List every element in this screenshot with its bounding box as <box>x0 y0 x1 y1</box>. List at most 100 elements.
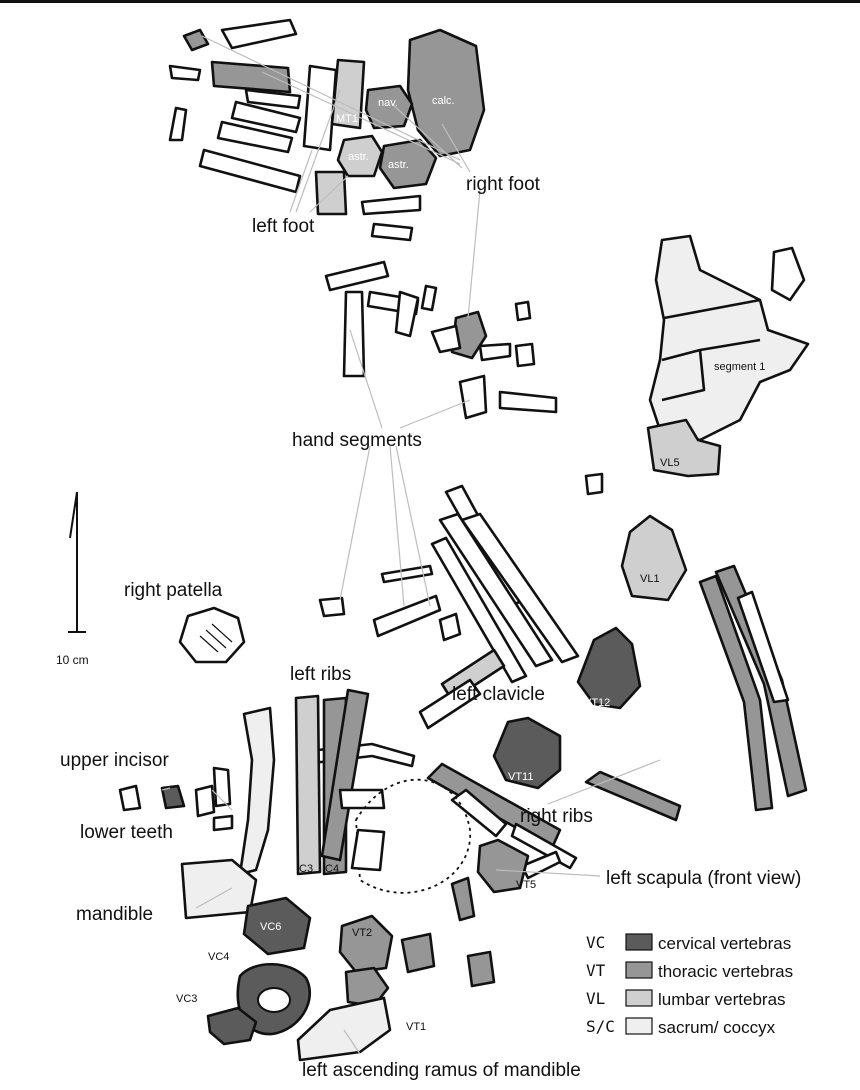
bone-label-vc4: VC4 <box>208 951 229 963</box>
bone-label-vl1: VL1 <box>640 573 660 585</box>
hand-bone <box>320 598 344 616</box>
hand-bone <box>516 302 530 320</box>
scale-bar: 10 cm <box>56 492 89 667</box>
coccyx-bone <box>772 248 804 300</box>
leader-hand <box>390 446 404 606</box>
foot-bone-dark <box>184 30 208 50</box>
legend-label: cervical vertebras <box>658 934 791 953</box>
left-ascending-ramus <box>298 998 390 1060</box>
label-right-ribs: right ribs <box>520 806 593 827</box>
hand-bone <box>326 262 388 290</box>
label-left-scapula: left scapula (front view) <box>606 868 801 889</box>
right-rib <box>586 772 680 820</box>
bone-label-vt2: VT2 <box>352 927 372 939</box>
label-right-patella: right patella <box>124 580 223 601</box>
hand-bone <box>374 596 440 636</box>
bone-label-vt12: VT12 <box>584 697 610 709</box>
legend-row: VC cervical vertebras <box>586 933 791 953</box>
legend-code: VT <box>586 961 606 980</box>
legend-row: VL lumbar vertebras <box>586 989 786 1009</box>
legend-label: thoracic vertebras <box>658 962 793 981</box>
legend-code: S/C <box>586 1017 615 1036</box>
hand-bone <box>422 286 436 310</box>
foot-bone <box>170 66 200 80</box>
legend-swatch-cervical <box>626 934 652 950</box>
bone-label-c3: C3 <box>299 863 313 875</box>
foot-bone-left <box>316 172 346 214</box>
right-patella <box>180 608 244 662</box>
legend-label: lumbar vertebras <box>658 990 786 1009</box>
bone-label-vl5: VL5 <box>660 457 680 469</box>
leader-hand <box>400 400 470 428</box>
vt2-vertebra <box>340 916 392 972</box>
hand-bone <box>480 344 510 360</box>
bone-label-vt5: VT5 <box>516 879 536 891</box>
lower-tooth <box>120 786 140 810</box>
legend-label: sacrum/ coccyx <box>658 1018 776 1037</box>
bone-label-astr-right: astr. <box>388 159 409 171</box>
bone-label-mt1: MT1 <box>336 113 358 125</box>
foot-bone <box>362 196 420 214</box>
bone-label-calc: calc. <box>432 95 455 107</box>
calcaneus-right <box>408 30 484 156</box>
hand-bone <box>460 376 486 418</box>
vl1-vertebra <box>622 516 686 600</box>
leader-hand <box>340 446 370 600</box>
mandible-body <box>240 708 274 874</box>
left-rib-c3 <box>296 696 320 874</box>
sacrum-lumbar-cluster <box>622 236 808 600</box>
bone-label-vc3: VC3 <box>176 993 197 1005</box>
scale-pointer <box>70 492 77 538</box>
scale-label: 10 cm <box>56 653 89 667</box>
thoracic-fragment <box>402 934 434 972</box>
legend-row: S/C sacrum/ coccyx <box>586 1017 776 1037</box>
vertebra-process <box>452 878 474 920</box>
feet-cluster <box>170 20 484 240</box>
bone-label-vt1: VT1 <box>406 1021 426 1033</box>
bone-label-vt11: VT11 <box>508 771 533 783</box>
foot-bone <box>304 66 336 150</box>
leader-hand <box>396 446 430 606</box>
tooth <box>196 786 214 816</box>
vc4-foramen <box>258 988 290 1012</box>
vt12-vertebra <box>578 628 640 708</box>
foot-bone <box>222 20 296 48</box>
legend-swatch-lumbar <box>626 990 652 1006</box>
hand-bone <box>396 292 418 336</box>
bone-label-vc6: VC6 <box>260 921 281 933</box>
thoracic-fragment <box>468 952 494 986</box>
bone-label-nav: nav. <box>378 97 398 109</box>
bone-label-segment1: segment 1 <box>714 361 765 373</box>
legend-code: VC <box>586 933 605 952</box>
label-lower-teeth: lower teeth <box>80 822 173 843</box>
legend: VC cervical vertebras VT thoracic verteb… <box>586 933 793 1037</box>
label-left-clavicle: left clavicle <box>452 684 545 705</box>
leader-right-foot <box>468 190 480 318</box>
label-right-foot: right foot <box>466 174 541 195</box>
bone-label-astr-left: astr. <box>348 151 369 163</box>
legend-code: VL <box>586 989 605 1008</box>
hand-bone <box>516 344 534 366</box>
skull-fragment <box>352 830 384 870</box>
hand-bone <box>586 474 602 494</box>
foot-bone <box>200 150 300 192</box>
label-hand-segments: hand segments <box>292 430 422 451</box>
legend-row: VT thoracic vertebras <box>586 961 793 981</box>
tooth <box>214 816 232 830</box>
label-left-ascending-ramus: left ascending ramus of mandible <box>302 1060 581 1081</box>
hand-bone <box>440 614 460 640</box>
label-upper-incisor: upper incisor <box>60 750 169 771</box>
legend-swatch-sacrum <box>626 1018 652 1034</box>
hand-bone <box>432 326 460 352</box>
label-left-ribs: left ribs <box>290 664 351 685</box>
legend-swatch-thoracic <box>626 962 652 978</box>
metatarsal-right <box>212 62 290 92</box>
foot-bone <box>372 224 412 240</box>
label-left-foot: left foot <box>252 216 315 237</box>
hand-bone <box>500 392 556 412</box>
leader-hand <box>350 330 382 428</box>
rib-fragment <box>340 790 384 808</box>
label-mandible: mandible <box>76 904 153 925</box>
